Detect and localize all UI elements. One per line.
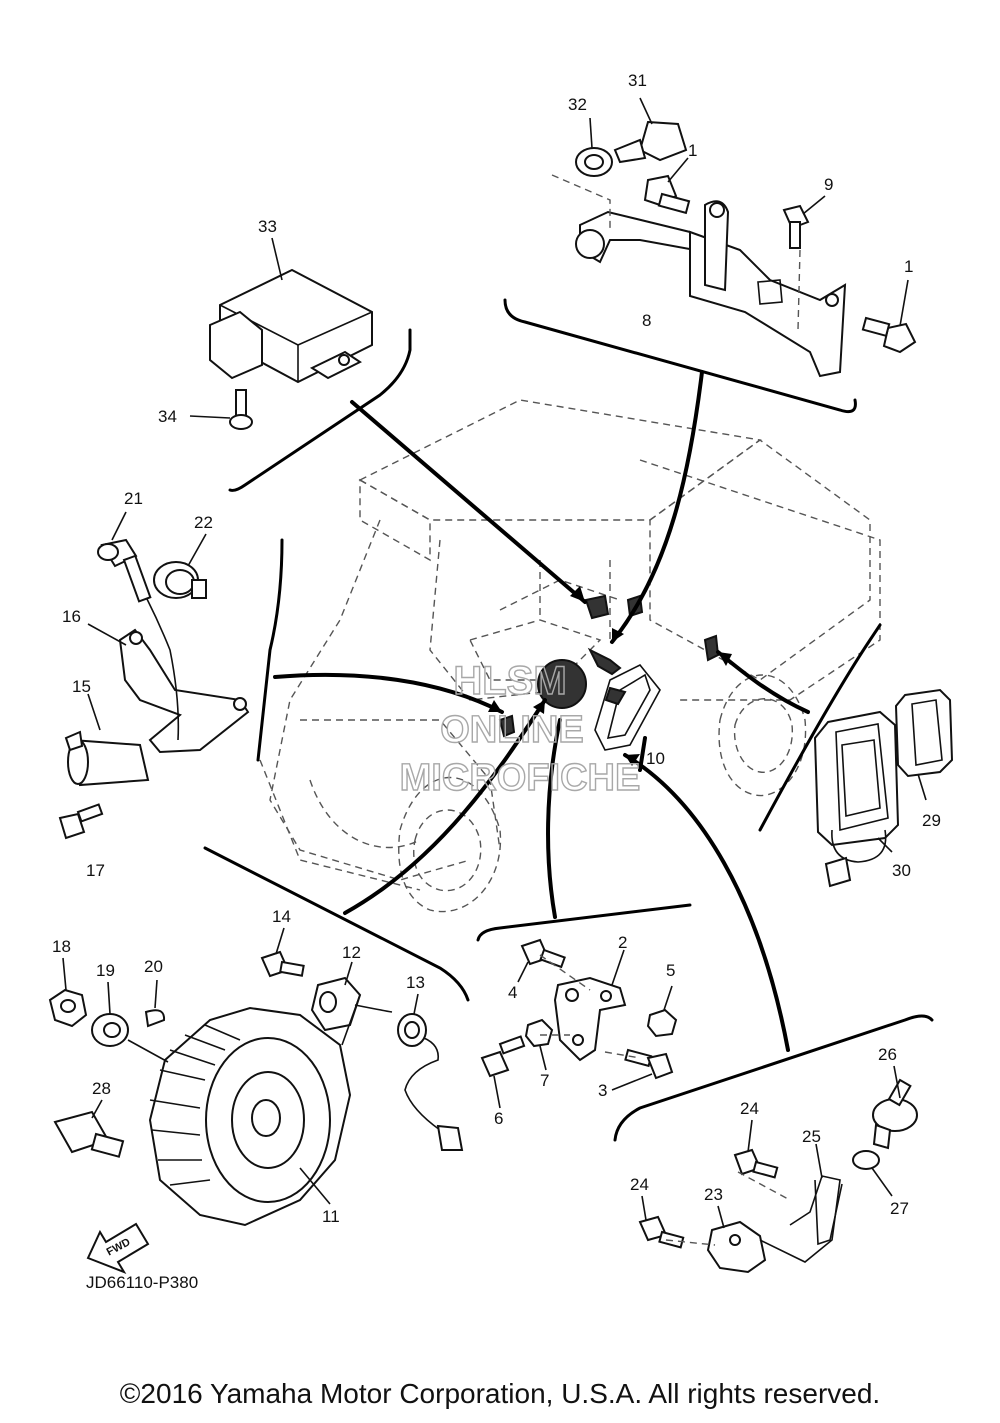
sender-26 xyxy=(872,1065,918,1150)
group-brackets xyxy=(203,298,934,1142)
flywheel-11 xyxy=(148,1006,352,1227)
callout-13: 13 xyxy=(406,973,425,992)
key-20 xyxy=(144,979,166,1028)
grommet-13 xyxy=(397,993,464,1151)
bolt-4 xyxy=(517,938,566,983)
installed-parts-cluster xyxy=(498,594,720,751)
nut-18 xyxy=(48,957,88,1028)
callout-22: 22 xyxy=(194,513,213,532)
watermark-line-2: ONLINE xyxy=(440,709,584,751)
callout-12: 12 xyxy=(342,943,361,962)
callout-10: 10 xyxy=(646,749,665,768)
ecu-unit-33 xyxy=(209,237,373,384)
callout-18: 18 xyxy=(52,937,71,956)
callout-16: 16 xyxy=(62,607,81,626)
leader-arrowheads xyxy=(488,586,732,766)
callout-20: 20 xyxy=(144,957,163,976)
o-ring-27 xyxy=(852,1150,893,1197)
callout-lines-coil xyxy=(87,511,127,731)
copyright-notice: ©2016 Yamaha Motor Corporation, U.S.A. A… xyxy=(119,1378,881,1409)
callout-27: 27 xyxy=(890,1199,909,1218)
bolt-24-lower xyxy=(638,1195,685,1249)
bracket-assembly xyxy=(551,174,847,378)
callout-31: 31 xyxy=(628,71,647,90)
callout-25: 25 xyxy=(802,1127,821,1146)
nut-5 xyxy=(646,985,678,1038)
callout-32: 32 xyxy=(568,95,587,114)
bolt-6 xyxy=(480,1035,526,1109)
grommet-32 xyxy=(575,117,613,177)
horn-part-31 xyxy=(613,97,688,164)
callout-26: 26 xyxy=(878,1045,897,1064)
leader-lines xyxy=(273,370,810,1052)
watermark-line-3: MICROFICHE xyxy=(400,757,641,799)
bracket-23-25 xyxy=(706,1143,843,1274)
callout-labels: 1 1 2 3 4 5 6 7 8 9 10 11 12 13 14 15 16… xyxy=(52,71,941,1226)
callout-1-top: 1 xyxy=(688,141,697,160)
callout-33: 33 xyxy=(258,217,277,236)
callout-23: 23 xyxy=(704,1185,723,1204)
bolt-9 xyxy=(782,195,826,249)
nut-7 xyxy=(524,1018,554,1071)
callout-4: 4 xyxy=(508,983,517,1002)
callout-21: 21 xyxy=(124,489,143,508)
callout-11: 11 xyxy=(322,1207,340,1226)
sensor-28 xyxy=(53,1099,125,1158)
bolt-24-upper xyxy=(733,1119,779,1179)
callout-6: 6 xyxy=(494,1109,503,1128)
callout-17: 17 xyxy=(86,861,105,880)
callout-30: 30 xyxy=(892,861,911,880)
callout-28: 28 xyxy=(92,1079,111,1098)
watermark: HLSM ONLINE MICROFICHE xyxy=(399,658,641,799)
grommet-22 xyxy=(153,533,207,599)
bracket-2 xyxy=(553,949,627,1062)
callout-34: 34 xyxy=(158,407,177,426)
callout-2: 2 xyxy=(618,933,627,952)
diagram-code: JD66110-P380 xyxy=(86,1273,198,1292)
callout-8: 8 xyxy=(642,311,651,330)
callout-15: 15 xyxy=(72,677,91,696)
callout-9: 9 xyxy=(824,175,833,194)
callout-1-right: 1 xyxy=(904,257,913,276)
bolt-17 xyxy=(58,803,104,840)
callout-14: 14 xyxy=(272,907,291,926)
callout-29: 29 xyxy=(922,811,941,830)
bolt-1-top xyxy=(643,157,691,215)
bolt-14 xyxy=(260,927,305,978)
bolt-34 xyxy=(189,389,253,430)
bolt-1-right xyxy=(861,279,917,354)
vehicle-outline xyxy=(259,399,881,913)
callout-24-lower: 24 xyxy=(630,1175,649,1194)
watermark-line-1: HLSM xyxy=(453,659,566,703)
bolt-3 xyxy=(611,1048,674,1091)
ignition-coil-group xyxy=(64,538,250,787)
callout-19: 19 xyxy=(96,961,115,980)
callout-24-upper: 24 xyxy=(740,1099,759,1118)
fwd-arrow-icon: FWD xyxy=(86,1222,150,1274)
callout-5: 5 xyxy=(666,961,675,980)
callout-3: 3 xyxy=(598,1081,607,1100)
pickup-coil-12 xyxy=(310,961,393,1032)
washer-19 xyxy=(91,981,129,1047)
reservoir-29-30 xyxy=(813,688,954,888)
callout-7: 7 xyxy=(540,1071,549,1090)
